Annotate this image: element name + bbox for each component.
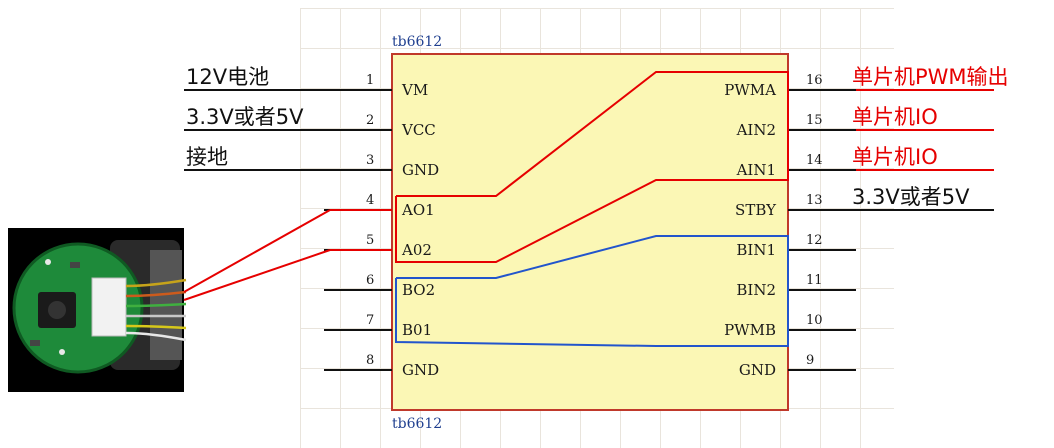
red-connection-outline xyxy=(395,71,789,263)
left-pin-names: VM VCC GND AO1 A02 BO2 B01 GND xyxy=(401,81,439,379)
pin-name: PWMA xyxy=(724,81,776,99)
blue-connection-outline xyxy=(395,235,789,347)
pin-name: BO2 xyxy=(402,281,435,299)
right-pin-names: PWMA AIN2 AIN1 STBY BIN1 BIN2 PWMB GND xyxy=(724,81,777,379)
pin-name: A02 xyxy=(401,241,432,259)
pin-num: 14 xyxy=(806,153,823,168)
pin-num: 5 xyxy=(366,233,374,248)
pwma-source-label: 单片机PWM输出 xyxy=(852,65,1009,89)
left-pin-lines xyxy=(324,89,392,371)
pin-name: GND xyxy=(402,361,439,379)
pin-num: 11 xyxy=(806,273,823,288)
ain2-source-label: 单片机IO xyxy=(852,105,938,129)
pin-num: 7 xyxy=(366,313,374,328)
pin-name: BIN1 xyxy=(736,241,776,259)
pin-name: AIN2 xyxy=(736,121,776,139)
pin-num: 15 xyxy=(806,113,823,128)
chip-body xyxy=(391,53,789,411)
pin-num: 16 xyxy=(806,73,823,88)
right-external-labels: 单片机PWM输出 单片机IO 单片机IO 3.3V或者5V xyxy=(852,65,1009,209)
motor-photo xyxy=(8,228,187,392)
pin-num: 3 xyxy=(366,153,374,168)
pin-name: BIN2 xyxy=(736,281,776,299)
pin-num: 10 xyxy=(806,313,823,328)
pin-num: 4 xyxy=(366,193,374,208)
pin-name: AIN1 xyxy=(736,161,776,179)
right-pin-numbers: 16 15 14 13 12 11 10 9 xyxy=(806,73,823,368)
pin-name: VM xyxy=(401,81,428,99)
pin-num: 12 xyxy=(806,233,823,248)
pin-name: GND xyxy=(739,361,776,379)
vm-source-label: 12V电池 xyxy=(186,65,269,89)
pin-num: 6 xyxy=(366,273,374,288)
pin-name: VCC xyxy=(401,121,436,139)
chip-label-top: tb6612 xyxy=(392,34,442,50)
ain1-source-label: 单片机IO xyxy=(852,145,938,169)
pin-name: STBY xyxy=(735,201,777,219)
stby-source-label: 3.3V或者5V xyxy=(852,185,970,209)
vcc-source-label: 3.3V或者5V xyxy=(186,105,304,129)
pin-num: 13 xyxy=(806,193,823,208)
left-external-labels: 12V电池 3.3V或者5V 接地 xyxy=(186,65,304,169)
left-pin-numbers: 1 2 3 4 5 6 7 8 xyxy=(366,73,374,368)
ground-label: 接地 xyxy=(186,145,228,169)
external-wires xyxy=(183,89,994,301)
pin-name: B01 xyxy=(402,321,432,339)
chip-label-bottom: tb6612 xyxy=(392,416,442,432)
right-pin-lines xyxy=(788,89,856,371)
pin-num: 9 xyxy=(806,353,814,368)
pin-name: AO1 xyxy=(401,201,435,219)
pin-name: GND xyxy=(402,161,439,179)
pin-name: PWMB xyxy=(724,321,776,339)
pin-num: 8 xyxy=(366,353,374,368)
pin-num: 1 xyxy=(366,73,374,88)
pin-num: 2 xyxy=(366,113,374,128)
